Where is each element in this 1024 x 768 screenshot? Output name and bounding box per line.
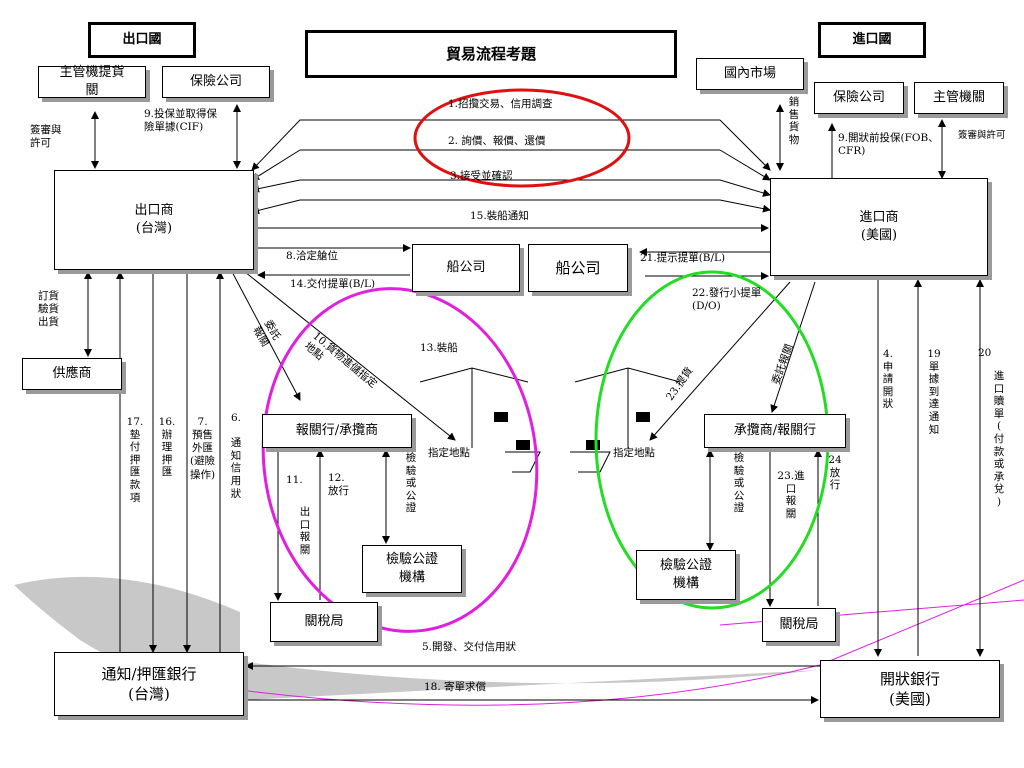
exporter-authority-box: 主管機提貨 關: [38, 65, 146, 98]
label-sign-importer: 簽審與許可: [958, 130, 1006, 141]
highlight-red: [413, 88, 631, 188]
supplier-box: 供應商: [22, 358, 122, 390]
domestic-market-box: 國內市場: [696, 58, 804, 90]
label-step-8: 8.洽定艙位: [286, 250, 339, 262]
diagram-title: 貿易流程考題: [305, 30, 677, 78]
exporter-box: 出口商 (台灣): [54, 170, 254, 270]
exporter-customs-box: 關稅局: [270, 602, 378, 642]
label-sales: 銷 售 貨 物: [788, 96, 800, 146]
label-step-21: 21.提示提單(B/L): [640, 252, 726, 264]
importer-customs-box: 關稅局: [762, 608, 836, 642]
label-step-2: 2. 詢價、報價、還價: [448, 135, 546, 147]
importer-insurance-box: 保險公司: [814, 82, 904, 114]
trade-arrows: [84, 104, 984, 704]
highlight-magenta: [261, 287, 539, 633]
label-step-13: 13.裝船: [420, 342, 458, 354]
label-step-9-importer: 9.開狀前投保(FOB、 CFR): [838, 132, 939, 158]
label-sign-exporter: 簽審與 許可: [30, 124, 62, 150]
label-step-20: 20: [978, 347, 992, 359]
cargo-2: [586, 440, 600, 450]
label-step-5: 5.開發、交付信用狀: [422, 641, 517, 653]
label-step-9-exporter: 9.投保並取得保 險單據(CIF): [144, 108, 218, 134]
importer-broker-box: 承攬商/報關行: [704, 414, 846, 448]
label-step-24: 24 放 行: [828, 454, 842, 492]
label-step-7: 7. 預售 外匯 (避險 操作): [190, 416, 216, 481]
exporter-inspection-box: 檢驗公證 機構: [362, 545, 462, 593]
label-step-20-text: 進 口 贖 單 ( 付 款 或 承 兌 ): [993, 370, 1005, 508]
importer-country-header: 進口國: [818, 22, 926, 58]
label-step-3: 3.接受並確認: [450, 170, 513, 182]
exporter-broker-box: 報關行/承攬商: [262, 414, 412, 448]
label-step-1: 1.招攬交易、信用調查: [448, 98, 553, 110]
exporter-country-header: 出口國: [88, 22, 196, 58]
shipping-company-box-1: 船公司: [412, 244, 520, 292]
label-inspect-exporter: 檢 驗 或 公 證: [405, 452, 417, 515]
label-order: 訂貨 驗貨 出貨: [38, 290, 59, 329]
crane-block-1: [494, 412, 508, 422]
label-step-4: 4. 申 請 開 狀: [882, 348, 894, 411]
label-step-15: 15.裝船通知: [470, 210, 529, 222]
label-step-18: 18. 寄單求償: [424, 681, 487, 693]
label-inspect-importer: 檢 驗 或 公 證: [733, 452, 745, 515]
advising-bank-box: 通知/押匯銀行 (台灣): [54, 652, 244, 716]
label-step-23: 23.進 口 報 關: [777, 470, 805, 520]
label-step-14: 14.交付提單(B/L): [290, 278, 376, 290]
importer-inspection-box: 檢驗公證 機構: [636, 550, 736, 600]
shade-mid: [245, 662, 820, 700]
label-step-17: 17. 墊 付 押 匯 款 項: [126, 416, 144, 504]
label-step-6: 6. 通 知 信 用 狀: [230, 412, 242, 500]
label-step-11: 11.: [286, 474, 303, 486]
label-designated-1: 指定地點: [428, 447, 470, 459]
label-designated-2: 指定地點: [613, 447, 655, 459]
shipping-company-box-2: 船公司: [528, 244, 628, 292]
label-step-16: 16. 辦 理 押 匯: [158, 416, 176, 479]
label-step-22: 22.發行小提單 (D/O): [692, 287, 762, 313]
importer-box: 進口商 (美國): [770, 178, 988, 276]
crane-block-2: [636, 412, 650, 422]
exporter-insurance-box: 保險公司: [162, 66, 270, 98]
label-export-declaration: 出 口 報 關: [299, 506, 311, 556]
label-step-19: 19 單 據 到 達 通 知: [927, 348, 941, 436]
cargo-1: [516, 440, 530, 450]
importer-authority-box: 主管機關: [914, 82, 1004, 114]
label-step-12: 12. 放行: [328, 472, 349, 498]
issuing-bank-box: 開狀銀行 (美國): [820, 660, 1000, 718]
